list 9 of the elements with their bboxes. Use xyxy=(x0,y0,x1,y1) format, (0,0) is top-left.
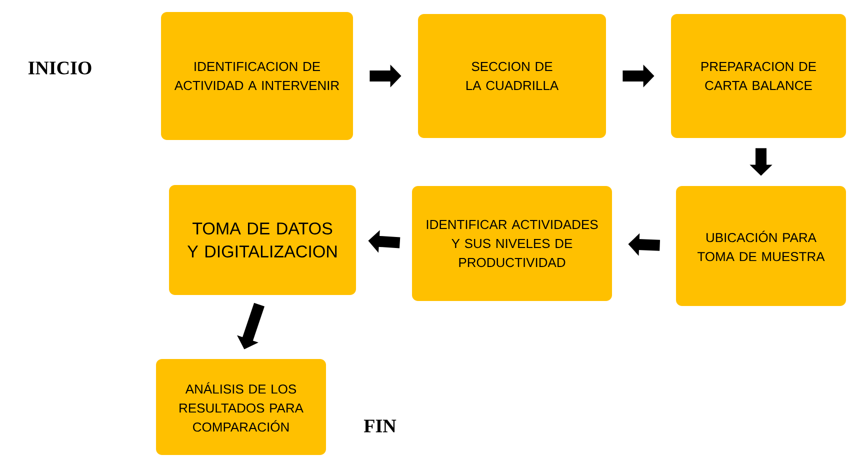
process-box: TOMA DE DATOS Y DIGITALIZACION xyxy=(169,184,356,295)
process-box: PREPARACION DE CARTA BALANCE xyxy=(671,14,846,138)
process-box: IDENTIFICACION DE ACTIVIDAD A INTERVENIR xyxy=(161,12,353,140)
process-box: IDENTIFICAR ACTIVIDADES Y SUS NIVELES DE PRODUCTIVIDAD xyxy=(412,186,612,301)
process-box: ANÁLISIS DE LOS RESULTADOS PARA COMPARACIÓN xyxy=(156,358,326,455)
process-box: SECCION DE LA CUADRILLA xyxy=(418,14,606,138)
flow-label: INICIO xyxy=(28,62,92,74)
process-box: UBICACIÓN PARA TOMA DE MUESTRA xyxy=(676,186,846,306)
flow-label: FIN xyxy=(364,420,396,432)
